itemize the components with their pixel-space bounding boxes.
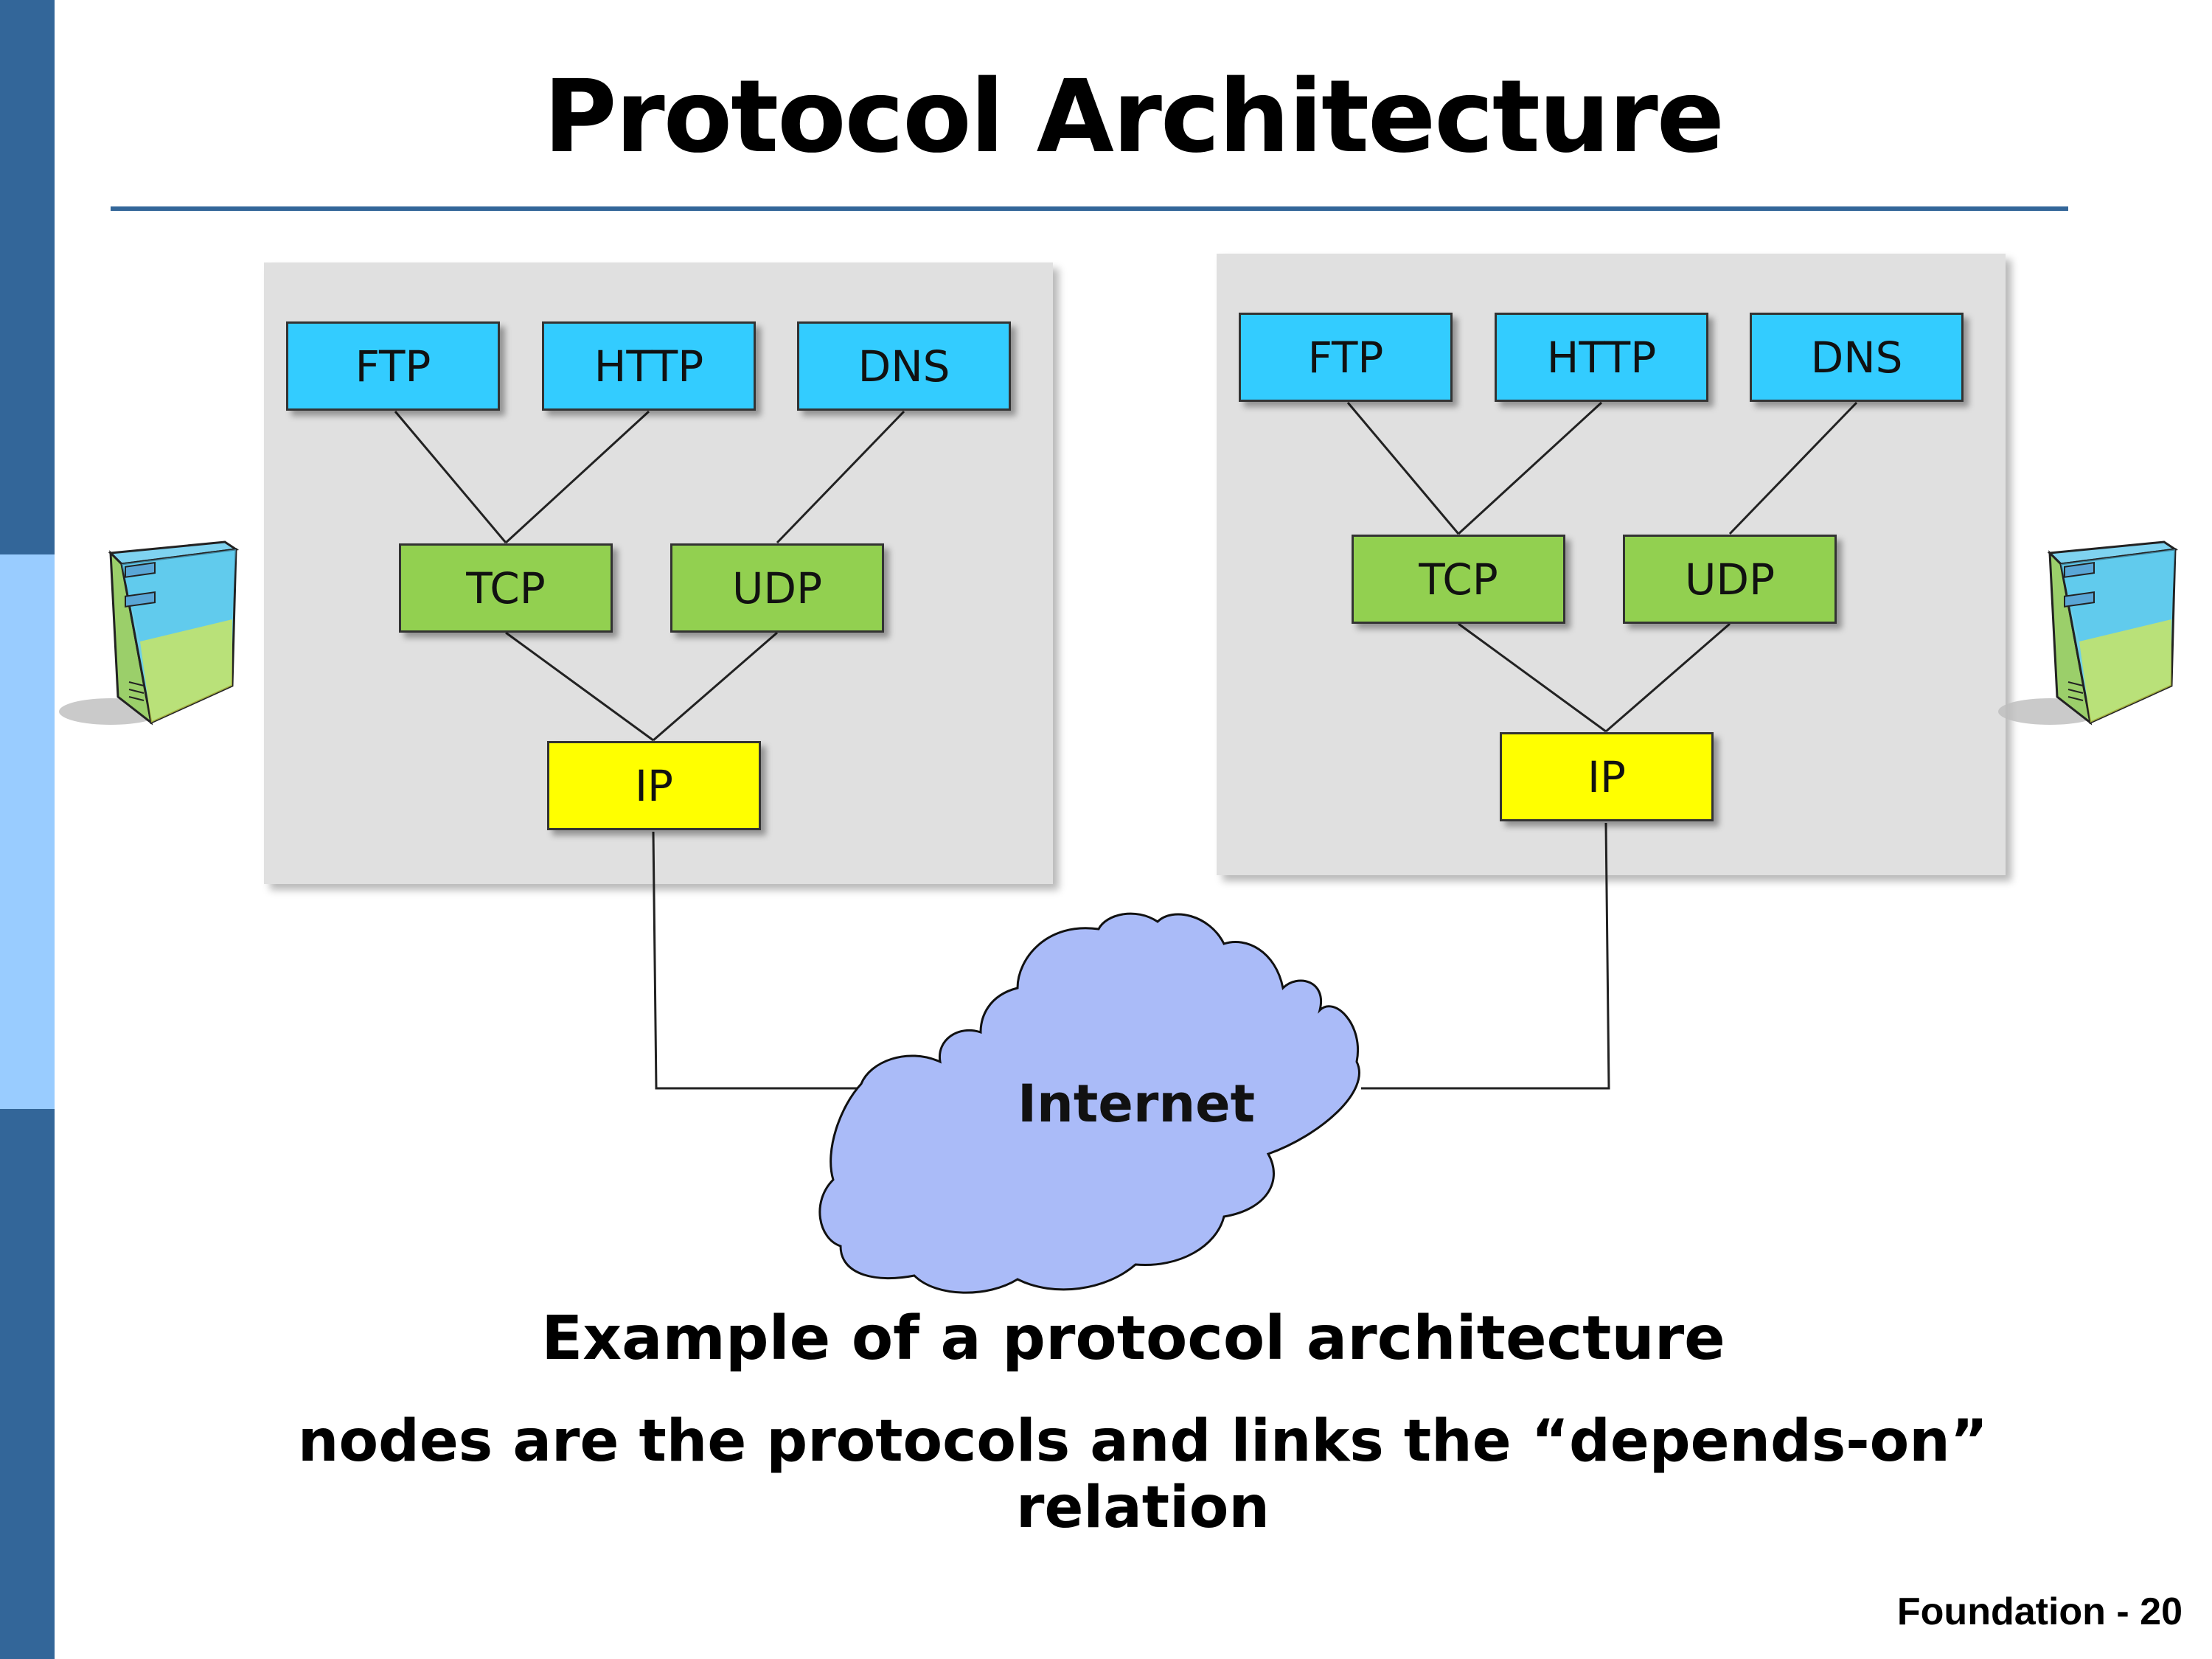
right-http-node: HTTP <box>1495 313 1708 402</box>
server-tower-icon <box>59 540 240 726</box>
caption-line-1: Example of a protocol architecture <box>541 1304 1725 1374</box>
edge-right-ip-internet <box>1361 822 1610 1090</box>
edge-left-dns-udp <box>776 410 905 544</box>
left-dns-node: DNS <box>797 321 1011 411</box>
edge-left-http-tcp <box>504 410 650 544</box>
title-divider <box>111 206 2068 211</box>
edge-left-ftp-tcp <box>394 411 507 543</box>
edge-left-tcp-ip <box>505 631 654 742</box>
right-ftp-node: FTP <box>1239 313 1453 402</box>
cloud-icon <box>818 912 1360 1294</box>
right-dns-node: DNS <box>1750 313 1964 402</box>
server-tower-icon <box>1998 540 2179 726</box>
edge-right-dns-udp <box>1728 401 1858 535</box>
edge-right-udp-ip <box>1605 622 1731 733</box>
right-udp-node: UDP <box>1623 535 1837 624</box>
sidebar-stripe-middle <box>0 554 55 1109</box>
left-tcp-node: TCP <box>399 543 613 633</box>
slide-title: Protocol Architecture <box>543 59 1725 175</box>
internet-label: Internet <box>1018 1074 1256 1134</box>
sidebar-stripe-top <box>0 0 55 554</box>
edge-left-udp-ip <box>653 631 778 742</box>
left-ftp-node: FTP <box>286 321 500 411</box>
right-ip-node: IP <box>1500 732 1714 821</box>
edge-right-http-tcp <box>1457 401 1603 535</box>
left-udp-node: UDP <box>670 543 884 633</box>
edge-right-tcp-ip <box>1458 622 1607 733</box>
right-tcp-node: TCP <box>1352 535 1565 624</box>
edge-left-ip-internet <box>652 831 861 1090</box>
caption-line-2: nodes are the protocols and links the “d… <box>297 1408 1989 1541</box>
sidebar-stripe-bottom <box>0 1109 55 1659</box>
left-http-node: HTTP <box>542 321 756 411</box>
slide-footer: Foundation - 20 <box>1896 1590 2183 1633</box>
left-ip-node: IP <box>547 741 761 830</box>
edge-right-ftp-tcp <box>1346 402 1460 535</box>
